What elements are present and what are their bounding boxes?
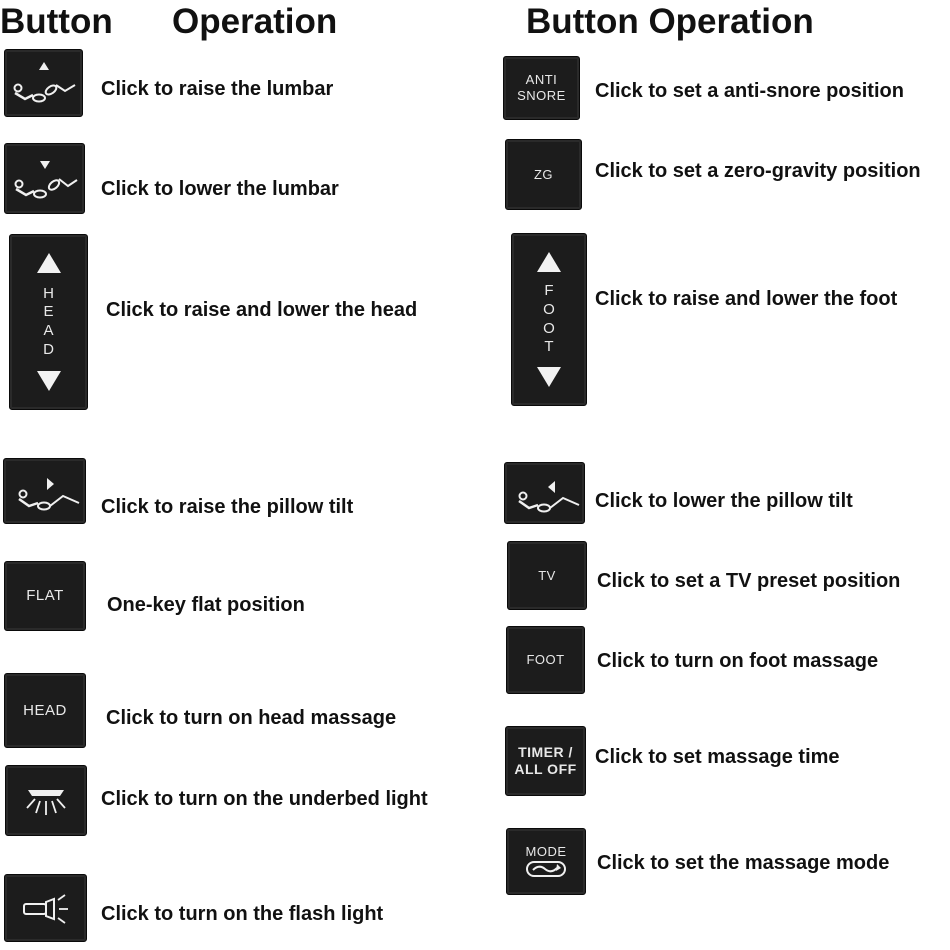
timer-text-line2: ALL OFF [514, 761, 577, 777]
header-operation-left: Operation [172, 2, 338, 41]
pillow-tilt-raise-button[interactable] [3, 458, 86, 524]
label-pillow-tilt-raise: Click to raise the pillow tilt [101, 496, 354, 518]
label-head-massage: Click to turn on head massage [106, 707, 397, 729]
head-letter: H [43, 284, 54, 302]
pillow-tilt-lower-icon [517, 481, 579, 513]
triangle-up-icon [537, 252, 561, 272]
label-lumbar-raise: Click to raise the lumbar [101, 78, 334, 100]
head-massage-button[interactable]: HEAD [4, 673, 86, 748]
head-letter: D [43, 340, 54, 358]
foot-letter: F [544, 282, 554, 299]
foot-updown-button[interactable]: F O O T [511, 233, 587, 406]
header-right: Button Operation [526, 2, 814, 41]
label-zero-gravity: Click to set a zero-gravity position [595, 160, 921, 182]
tv-preset-button[interactable]: TV [507, 541, 587, 610]
bed-lumbar-raise-icon [13, 62, 76, 103]
foot-letter: T [544, 338, 554, 356]
label-foot-updown: Click to raise and lower the foot [595, 288, 898, 310]
foot-letter: O [543, 319, 555, 337]
wave-loop-icon [526, 861, 566, 878]
label-pillow-tilt-lower: Click to lower the pillow tilt [595, 490, 853, 512]
underbed-light-icon [26, 789, 66, 815]
label-underbed-light: Click to turn on the underbed light [101, 788, 428, 810]
triangle-down-icon [36, 371, 61, 391]
head-letter: A [43, 322, 54, 339]
label-flat: One-key flat position [107, 594, 305, 616]
head-letters: H E A D [43, 285, 54, 360]
mode-text: MODE [525, 843, 567, 859]
zero-gravity-button[interactable]: ZG [505, 139, 582, 210]
timer-all-off-button[interactable]: TIMER / ALL OFF [505, 726, 586, 796]
anti-snore-button[interactable]: ANTI SNORE [503, 56, 580, 120]
foot-massage-button[interactable]: FOOT [506, 626, 585, 694]
lumbar-lower-button[interactable] [4, 143, 85, 214]
label-anti-snore: Click to set a anti-snore position [595, 80, 904, 102]
label-foot-massage: Click to turn on foot massage [597, 650, 879, 672]
triangle-down-icon [537, 367, 561, 387]
head-text: HEAD [23, 701, 67, 719]
lumbar-raise-button[interactable] [4, 49, 83, 117]
flat-button[interactable]: FLAT [4, 561, 86, 631]
pillow-tilt-raise-icon [17, 478, 79, 511]
label-head-updown: Click to raise and lower the head [106, 299, 418, 321]
massage-mode-button[interactable]: MODE [506, 828, 586, 895]
flashlight-button[interactable] [4, 874, 87, 942]
anti-snore-text-line2: SNORE [517, 88, 566, 103]
pillow-tilt-lower-button[interactable] [504, 462, 585, 524]
label-tv-preset: Click to set a TV preset position [597, 570, 901, 592]
flat-text: FLAT [26, 587, 64, 604]
flashlight-icon [22, 894, 68, 924]
underbed-light-button[interactable] [5, 765, 87, 836]
bed-lumbar-lower-icon [14, 160, 78, 198]
header-button-left: Button [0, 2, 113, 41]
anti-snore-text-line1: ANTI [525, 72, 558, 88]
label-massage-mode: Click to set the massage mode [597, 852, 890, 874]
label-flashlight: Click to turn on the flash light [101, 903, 384, 925]
timer-text-line1: TIMER / [518, 744, 573, 761]
label-lumbar-lower: Click to lower the lumbar [101, 178, 339, 200]
head-letter: E [43, 303, 54, 321]
head-updown-button[interactable]: H E A D [9, 234, 88, 410]
foot-letter: O [543, 300, 555, 318]
foot-letters: F O O T [543, 282, 555, 357]
label-timer: Click to set massage time [595, 746, 840, 768]
zg-text: ZG [533, 166, 554, 182]
triangle-up-icon [36, 253, 61, 273]
foot-text: FOOT [526, 652, 565, 668]
tv-text: TV [538, 567, 556, 583]
